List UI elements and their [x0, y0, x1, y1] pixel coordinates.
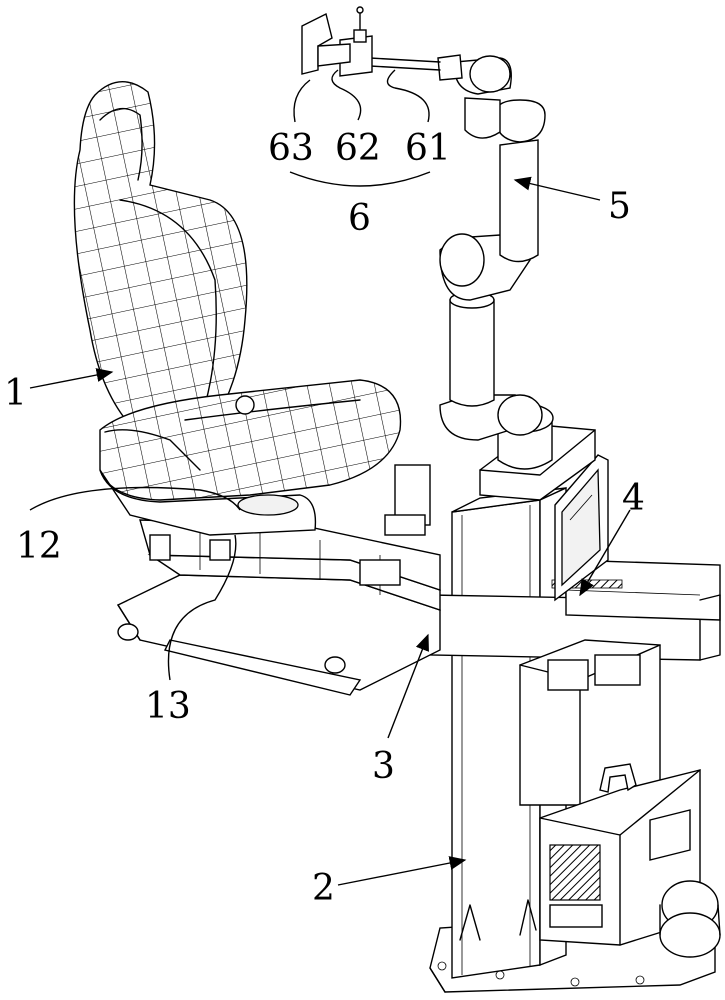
- leader-13: [167, 534, 237, 681]
- leader-62: [331, 69, 362, 121]
- label-62: 62: [335, 128, 381, 169]
- tool-assembly: [301, 6, 441, 77]
- bracket-6: [289, 171, 431, 187]
- leader-2: [337, 856, 467, 886]
- label-5: 5: [608, 186, 631, 227]
- leader-lines: [29, 69, 631, 886]
- leader-61: [386, 69, 430, 123]
- label-12: 12: [16, 526, 62, 567]
- caster-wheel: [659, 880, 721, 958]
- leader-4: [579, 509, 631, 597]
- leader-63: [293, 79, 311, 123]
- leader-3: [387, 633, 429, 739]
- label-13: 13: [145, 686, 191, 727]
- label-2: 2: [312, 868, 335, 909]
- label-63: 63: [268, 128, 314, 169]
- leader-5: [513, 176, 601, 201]
- teach-pendant-screen: [554, 454, 609, 602]
- label-3: 3: [372, 746, 395, 787]
- leader-12: [29, 486, 241, 511]
- label-4: 4: [622, 478, 645, 519]
- power-box: [539, 763, 701, 946]
- label-1: 1: [4, 373, 27, 414]
- car-seat: [73, 81, 402, 536]
- control-cabinet: [519, 639, 661, 806]
- seat-platform: [116, 464, 441, 696]
- leader-1: [29, 368, 114, 389]
- robot-arm: [437, 54, 554, 470]
- label-61: 61: [405, 128, 451, 169]
- label-6: 6: [348, 198, 371, 239]
